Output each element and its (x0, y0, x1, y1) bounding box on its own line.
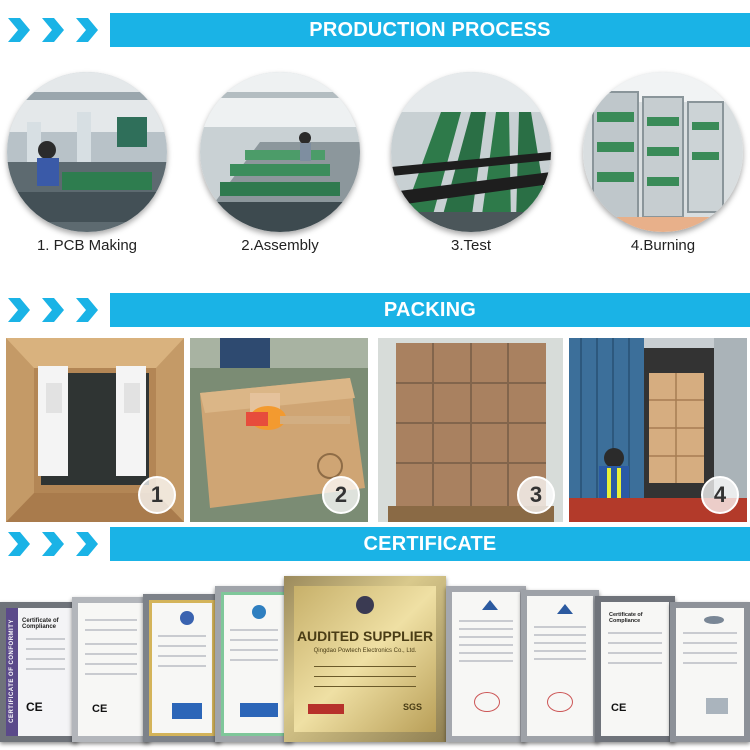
chevron-right-icon (76, 532, 98, 556)
test-photo (391, 72, 551, 232)
process-step-test: 3.Test (386, 72, 556, 254)
packing-photo-2: 2 (190, 338, 368, 522)
ce-mark-icon: CE (611, 702, 627, 714)
certificate-company: Qingdao Powtech Electronics Co., Ltd. (313, 648, 417, 654)
stamp-icon (474, 692, 500, 712)
certificate-frame: CE (72, 597, 150, 742)
certificate-frame: Certificate of Compliance CE (595, 596, 675, 742)
packing-photo-3: 3 (378, 338, 563, 522)
packing-step-number: 3 (517, 476, 555, 514)
process-step-label: 3.Test (450, 237, 492, 254)
certificate-title: Certificate of Compliance (609, 612, 643, 624)
certificate-seal-icon (180, 611, 194, 625)
section-title: PACKING (110, 293, 750, 327)
audited-supplier-certificate: AUDITED SUPPLIER Qingdao Powtech Electro… (284, 576, 446, 742)
stamp-icon (547, 692, 573, 712)
packing-photo-1: 1 (6, 338, 184, 522)
certificate-seal-icon (252, 605, 266, 619)
certificate-frame: CERTIFICATE OF CONFORMITY Certificate of… (0, 602, 78, 742)
certificate-title: AUDITED SUPPLIER (296, 628, 434, 644)
certificate-frame (521, 590, 599, 742)
packing-step-number: 1 (138, 476, 176, 514)
chevron-right-icon (42, 532, 64, 556)
process-step-label: 1. PCB Making (36, 237, 138, 254)
burning-photo (583, 72, 743, 232)
chevron-right-icon (76, 298, 98, 322)
made-in-china-logo-icon (308, 704, 344, 714)
chevron-right-icon (8, 532, 30, 556)
section-title: PRODUCTION PROCESS (110, 13, 750, 47)
certificate-emblem-icon (706, 698, 728, 714)
packing-step-number: 4 (701, 476, 739, 514)
process-step-label: 4.Burning (630, 237, 696, 254)
chevron-right-icon (76, 18, 98, 42)
packing-photo-4: 4 (569, 338, 747, 522)
certificate-frame (670, 602, 750, 742)
process-step-label: 2.Assembly (241, 237, 319, 254)
certificate-sgs-logo: SGS (402, 702, 422, 712)
ce-mark-icon: CE (92, 703, 108, 715)
certificate-frame (215, 586, 293, 742)
chevron-right-icon (42, 298, 64, 322)
iaf-logo-icon (240, 703, 278, 717)
certificate-frame (446, 586, 526, 742)
certificate-side-stripe (6, 608, 18, 736)
process-step-burning: 4.Burning (578, 72, 748, 254)
certificate-side-text: CERTIFICATE OF CONFORMITY (9, 619, 15, 723)
certificates-gallery: CERTIFICATE OF CONFORMITY Certificate of… (0, 572, 750, 750)
iaf-logo-icon (172, 703, 202, 719)
packing-header: PACKING (0, 288, 750, 332)
ce-mark-icon: CE (26, 700, 43, 714)
production-process-header: PRODUCTION PROCESS (0, 8, 750, 52)
chevron-right-icon (8, 298, 30, 322)
certificate-title: Certificate of Compliance (22, 618, 59, 630)
chevron-right-icon (42, 18, 64, 42)
process-step-pcb-making: 1. PCB Making (2, 72, 172, 254)
bird-logo-icon (557, 604, 573, 614)
pcb-making-photo (7, 72, 167, 232)
certificate-frame (143, 594, 221, 742)
process-step-assembly: 2.Assembly (195, 72, 365, 254)
certificate-header: CERTIFICATE (0, 522, 750, 566)
packing-step-number: 2 (322, 476, 360, 514)
certificate-logo-icon (704, 616, 724, 624)
assembly-photo (200, 72, 360, 232)
bird-logo-icon (482, 600, 498, 610)
certificate-seal-icon (356, 596, 374, 614)
section-title: CERTIFICATE (110, 527, 750, 561)
chevron-right-icon (8, 18, 30, 42)
